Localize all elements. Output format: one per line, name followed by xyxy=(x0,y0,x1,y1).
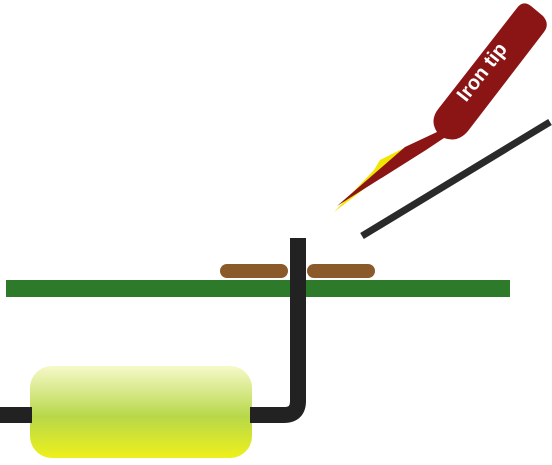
component-body xyxy=(30,366,252,458)
solder-wire xyxy=(360,119,552,239)
component-lead-bent xyxy=(250,238,306,423)
copper-pad-left xyxy=(220,264,288,278)
iron-body xyxy=(337,3,547,206)
soldering-iron: Iron tip xyxy=(334,3,547,212)
copper-pad-right xyxy=(307,264,375,278)
circuit-board xyxy=(6,280,510,297)
component-lead-left xyxy=(0,407,32,423)
